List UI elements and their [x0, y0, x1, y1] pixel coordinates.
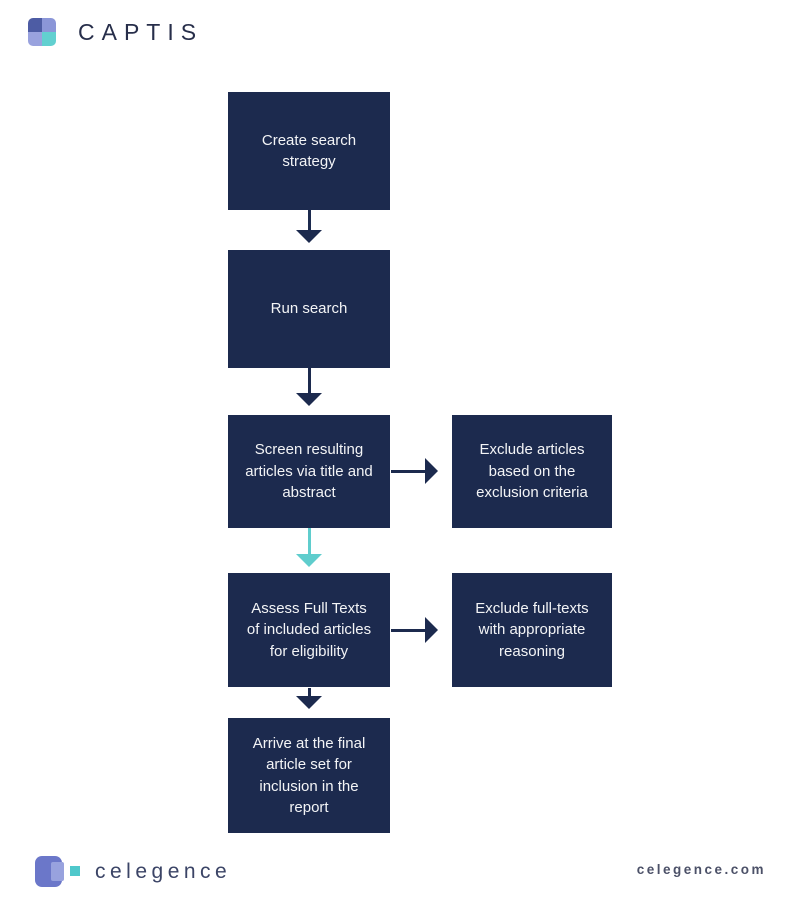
flow-step-label: Exclude articles based on the exclusion … [476, 441, 588, 502]
celegence-website-text: celegence.com [636, 862, 766, 877]
captis-icon-quadrant-top-left [28, 18, 42, 32]
flow-step-create-search-strategy: Create search strategy [228, 92, 390, 210]
flow-step-screen-articles: Screen resulting articles via title and … [228, 415, 390, 528]
arrow-shaft [307, 210, 311, 230]
flow-step-label: Create search strategy [261, 131, 357, 171]
flow-arrow-down-3 [296, 688, 322, 709]
arrow-head-down-icon [296, 230, 322, 243]
arrow-shaft [307, 368, 311, 393]
flow-arrow-right-2 [391, 617, 438, 643]
arrow-head-right-icon [425, 617, 438, 643]
arrow-shaft [307, 528, 311, 554]
captis-icon-quadrant-bottom-right [42, 32, 56, 46]
captis-logo-icon [28, 18, 56, 46]
celegence-logo-text: celegence [95, 860, 232, 883]
celegence-logo-icon [35, 856, 81, 888]
flow-step-run-search: Run search [228, 250, 390, 368]
flow-step-exclude-full-texts: Exclude full-texts with appropriate reas… [452, 573, 612, 687]
flow-step-label: Screen resulting articles via title and … [245, 441, 373, 502]
arrow-head-down-icon [296, 554, 322, 567]
flow-step-label: Run search [270, 300, 348, 318]
arrow-shaft [391, 469, 425, 473]
captis-logo: CAPTIS [28, 18, 203, 46]
flow-arrow-right-1 [391, 458, 438, 484]
flow-step-assess-full-texts: Assess Full Texts of included articles f… [228, 573, 390, 687]
flow-arrow-down-2 [296, 368, 322, 406]
captis-logo-text: CAPTIS [78, 18, 204, 45]
captis-icon-quadrant-top-right [42, 18, 56, 32]
celegence-logo: celegence [35, 856, 231, 888]
arrow-shaft [391, 628, 425, 632]
arrow-head-down-icon [296, 393, 322, 406]
flow-step-label: Arrive at the final article set for incl… [252, 734, 366, 817]
arrow-head-down-icon [296, 696, 322, 709]
celegence-icon-light-square [51, 862, 64, 881]
arrow-shaft [307, 688, 311, 696]
flow-step-label: Assess Full Texts of included articles f… [246, 599, 372, 660]
flow-step-final-article-set: Arrive at the final article set for incl… [228, 718, 390, 833]
arrow-head-right-icon [425, 458, 438, 484]
captis-icon-quadrant-bottom-left [28, 32, 42, 46]
flow-step-exclude-articles: Exclude articles based on the exclusion … [452, 415, 612, 528]
flow-arrow-down-1 [296, 210, 322, 243]
flow-step-label: Exclude full-texts with appropriate reas… [475, 599, 589, 660]
flow-arrow-down-teal [296, 528, 322, 567]
celegence-icon-teal-square [70, 866, 80, 876]
